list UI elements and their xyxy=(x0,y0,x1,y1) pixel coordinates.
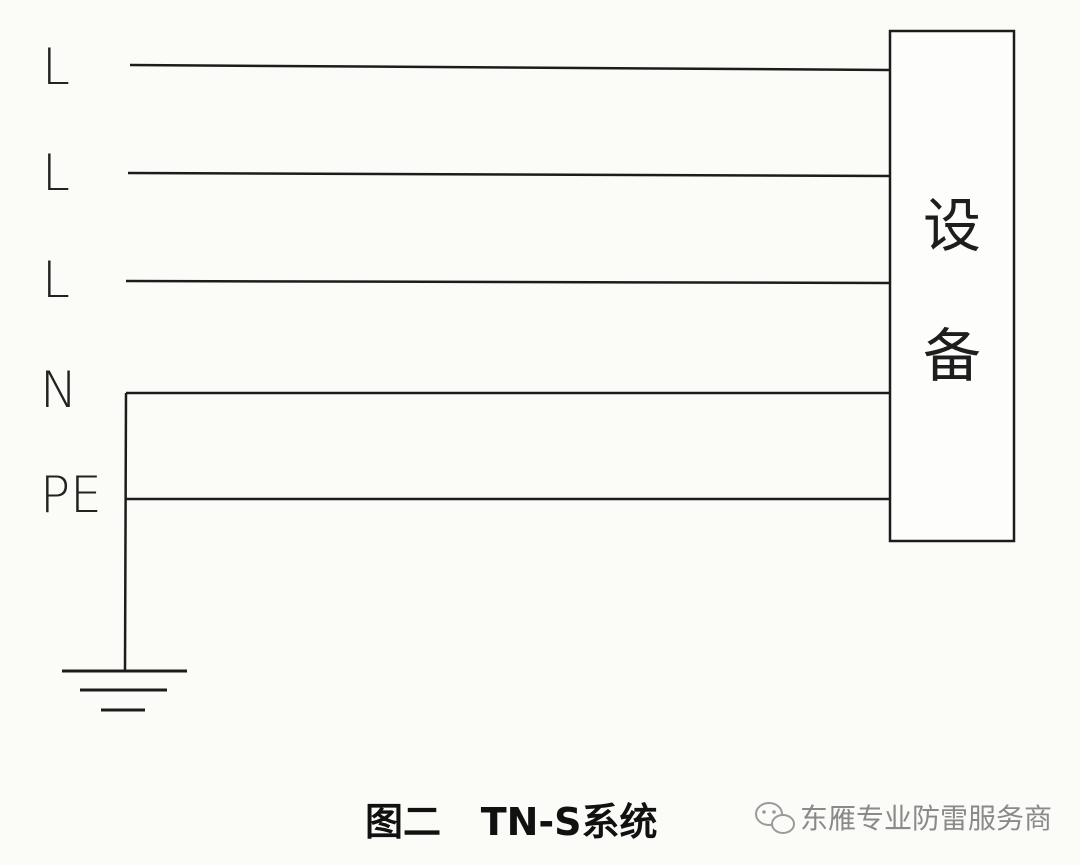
label-l2: L xyxy=(42,144,70,202)
figure-caption: 图二 TN-S系统 xyxy=(365,800,658,844)
wire-l1 xyxy=(129,63,891,72)
ground-icon xyxy=(62,669,187,712)
earth-conductor xyxy=(123,392,128,672)
watermark: 东雁专业防雷服务商 xyxy=(755,802,1052,835)
equipment-label-char-1: 设 xyxy=(923,192,981,260)
label-n: N xyxy=(40,361,77,419)
wire-l3 xyxy=(125,279,891,285)
equipment-label-char-2: 备 xyxy=(923,322,981,390)
label-pe: PE xyxy=(40,466,102,524)
label-l3: L xyxy=(42,251,70,309)
wechat-icon xyxy=(755,802,795,834)
wire-l2 xyxy=(127,171,891,178)
label-l1: L xyxy=(42,38,70,96)
equipment-box xyxy=(888,29,1016,543)
watermark-text: 东雁专业防雷服务商 xyxy=(800,802,1052,835)
